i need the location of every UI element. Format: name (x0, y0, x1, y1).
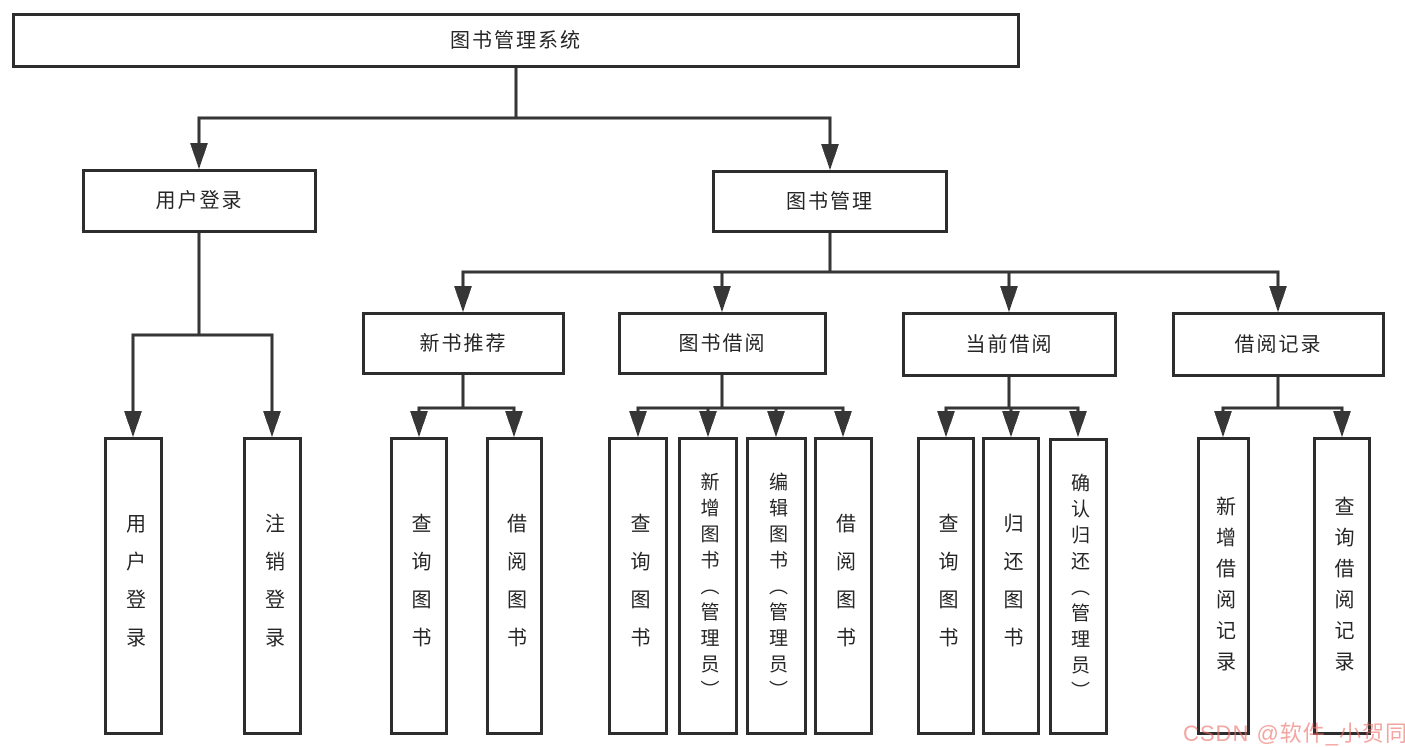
leaf-borrow-books-1: 借阅图书 (486, 437, 543, 735)
node-user-login: 用户登录 (82, 169, 317, 233)
leaf-add-books-admin: 新增图书（管理员） (678, 437, 738, 735)
leaf-borrow-books-2: 借阅图书 (814, 437, 873, 735)
node-library-management-system: 图书管理系统 (12, 13, 1020, 68)
arrowheads (124, 143, 1351, 437)
node-current-borrowing: 当前借阅 (902, 312, 1117, 377)
node-book-management: 图书管理 (712, 170, 948, 233)
leaf-user-login: 用户登录 (104, 437, 163, 735)
leaf-query-books-3: 查询图书 (917, 437, 975, 735)
csdn-watermark: CSDN @软件_小贺同学 (1183, 721, 1405, 746)
leaf-edit-books-admin: 编辑图书（管理员） (746, 437, 807, 735)
leaf-return-books: 归还图书 (982, 437, 1040, 735)
node-borrowing-records: 借阅记录 (1172, 312, 1385, 377)
leaf-query-books-1: 查询图书 (390, 437, 448, 735)
node-new-book-recommendation: 新书推荐 (362, 312, 565, 375)
node-book-borrowing: 图书借阅 (618, 312, 827, 375)
leaf-add-borrow-record: 新增借阅记录 (1197, 437, 1250, 735)
leaf-query-borrow-record: 查询借阅记录 (1313, 437, 1371, 735)
leaf-logout: 注销登录 (243, 437, 302, 735)
leaf-query-books-2: 查询图书 (608, 437, 668, 735)
leaf-confirm-return-admin: 确认归还（管理员） (1049, 438, 1108, 735)
